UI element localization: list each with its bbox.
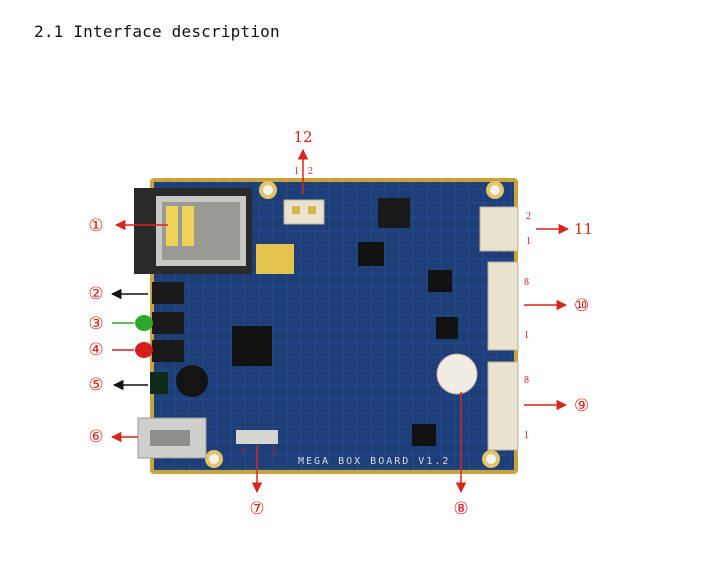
pin-label: 1 [524,430,529,441]
callout-2: ② [88,284,103,304]
inductor [378,198,410,228]
connector-12 [283,199,325,225]
sd-card-slot [134,188,252,274]
green-led [135,315,153,331]
mounting-holes [205,181,504,468]
pin-label: 8 [524,277,529,288]
pin-label: 1 [240,446,245,457]
callout-7: ⑦ [249,499,264,519]
board-silkscreen: MEGA BOX BOARD V1.2 [298,456,450,467]
main-chip [232,326,272,366]
callout-10: ⑩ [574,296,589,316]
gold-pad [256,244,294,274]
connector-10 [487,261,519,351]
button-2 [152,282,184,304]
connector-9 [487,361,519,451]
pin-label: 8 [524,375,529,386]
callout-8: ⑧ [453,499,468,519]
pin-label: 1 [526,236,531,247]
callout-1: ① [88,216,103,236]
header-7 [236,430,278,444]
callout-9: ⑨ [574,396,589,416]
pin-label: 1 [524,330,529,341]
connector-11 [479,206,519,252]
section-heading: 2.1 Interface description [34,22,280,41]
buzzer [176,365,208,397]
callout-5: ⑤ [88,375,103,395]
callout-4: ④ [88,340,103,360]
callout-3: ③ [88,314,103,334]
red-led [135,342,153,358]
pin-label: 2 [526,211,531,222]
callout-6: ⑥ [88,427,103,447]
callout-12: 12 [293,128,312,146]
switch-8 [436,353,478,395]
callout-11: 11 [574,220,593,238]
pcb-board: MEGA BOX BOARD V1.2 [134,178,519,474]
pin-label: 1 [294,166,299,177]
sensor-5 [150,372,168,394]
pin-label: 2 [272,446,277,457]
pin-label: 2 [308,166,313,177]
